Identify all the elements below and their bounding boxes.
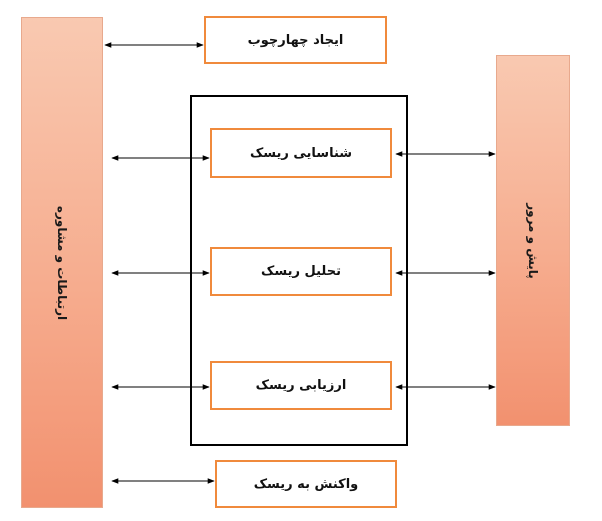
establish-framework-label: ایجاد چهارچوب (247, 32, 344, 48)
risk-evaluation-box: ارزیابی ریسک (210, 361, 392, 410)
risk-evaluation-label: ارزیابی ریسک (255, 378, 347, 393)
risk-analysis-label: تحلیل ریسک (261, 264, 341, 279)
risk-treatment-box: واکنش به ریسک (215, 460, 397, 508)
risk-treatment-label: واکنش به ریسک (253, 476, 359, 492)
risk-analysis-box: تحلیل ریسک (210, 247, 392, 296)
communication-consultation-bar: ارتباطات و مشاوره (21, 17, 103, 508)
risk-identification-box: شناسایی ریسک (210, 128, 392, 178)
monitoring-review-bar: پایش و مرور (496, 55, 570, 426)
establish-framework-box: ایجاد چهارچوب (204, 16, 387, 64)
risk-identification-label: شناسایی ریسک (249, 145, 353, 161)
